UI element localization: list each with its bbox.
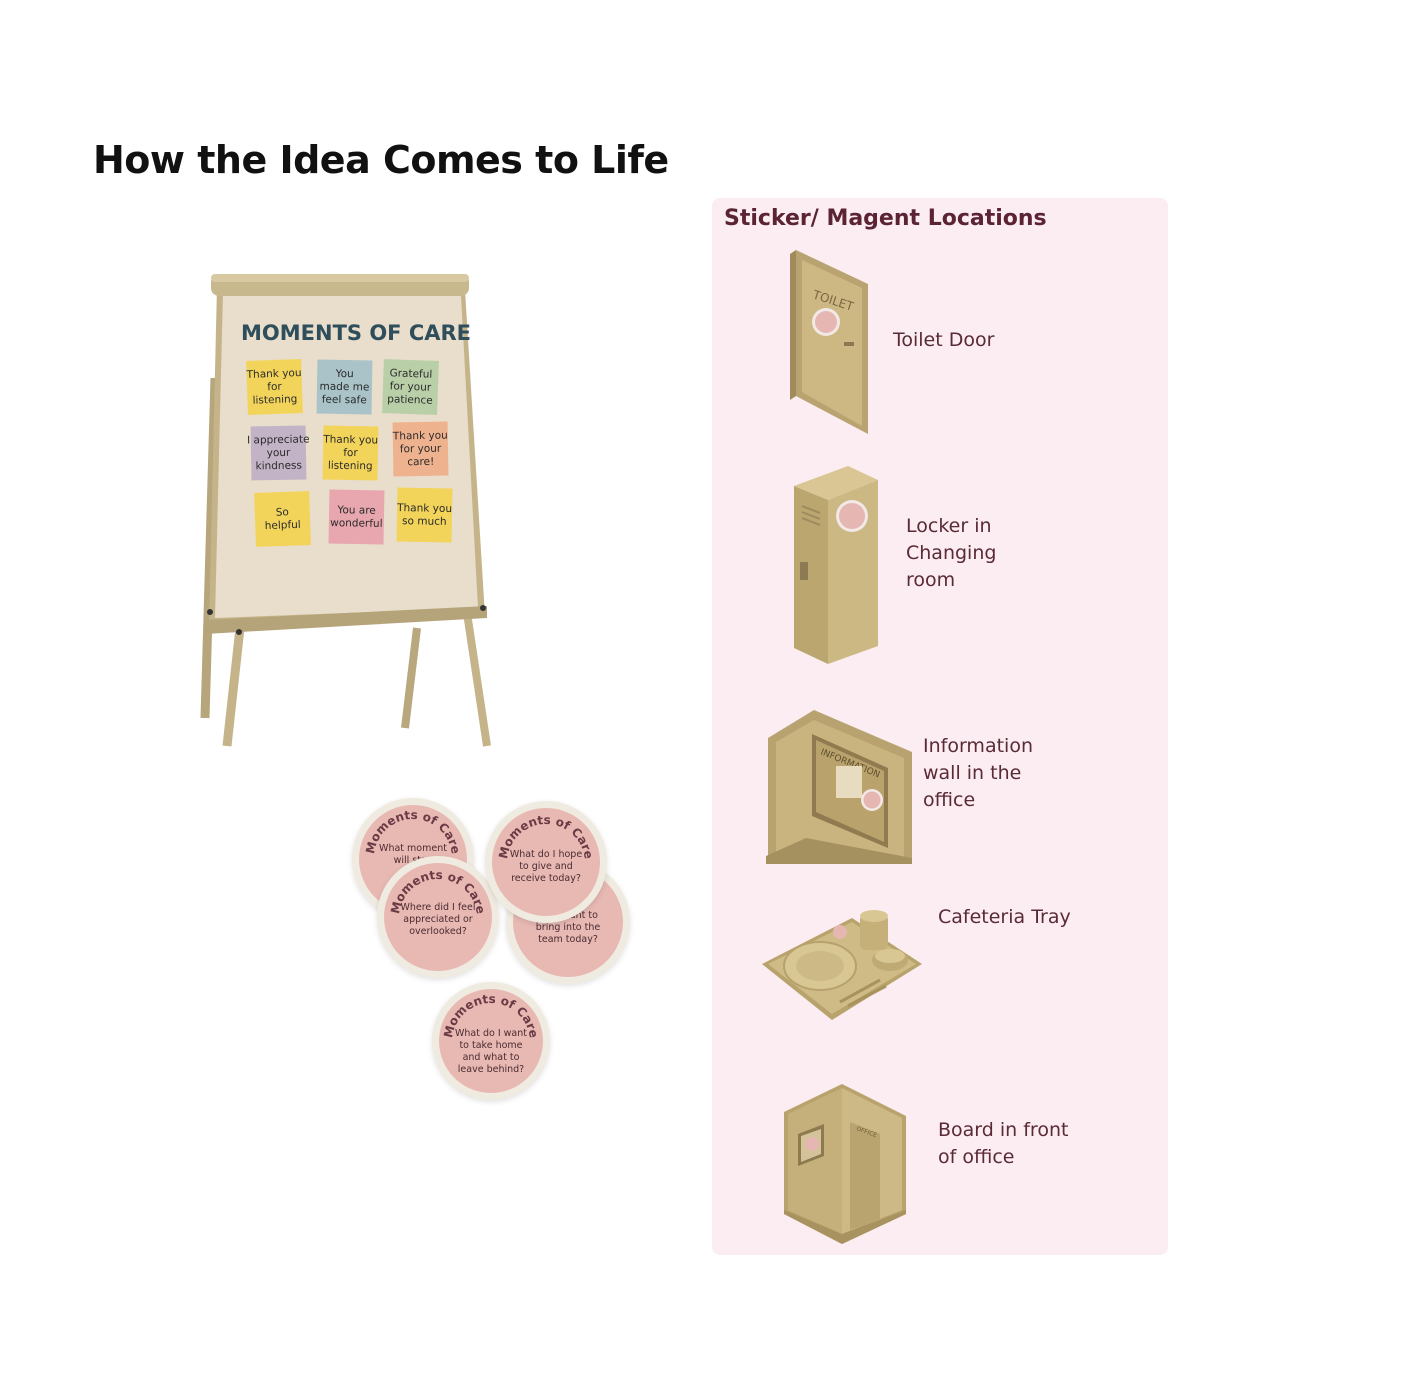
sticky-note-text: Thank you — [322, 434, 378, 447]
sticky-note-paper — [322, 425, 379, 481]
easel-illustration: MOMENTS OF CARE Thank youforlisteningYou… — [200, 274, 491, 747]
sticky-note-text: listening — [252, 393, 297, 407]
sticky-note-text: patience — [387, 393, 433, 407]
sticky-note-text: Thank you — [245, 367, 301, 381]
sticky-note-text: for — [267, 381, 283, 394]
sticky-note-paper — [328, 489, 385, 545]
sticky-note-text: feel safe — [322, 394, 367, 407]
sticky-note-text: Grateful — [389, 367, 432, 380]
sticker-locations-panel: Sticker/ Magent Locations TOILET Toilet … — [712, 198, 1168, 1255]
sticky-note-text: I appreciate — [247, 433, 310, 446]
sticky-note-text: listening — [328, 460, 373, 473]
information-wall-icon: INFORMATION — [766, 710, 912, 864]
location-label-information-wall: Information wall in the office — [923, 735, 1033, 811]
sticky-note-text: wonderful — [330, 517, 383, 530]
sticky-note-text: so much — [402, 515, 447, 528]
location-label-locker: Locker in Changing room — [906, 515, 997, 591]
sticky-note-text: made me — [319, 381, 369, 394]
location-label-cafeteria-tray: Cafeteria Tray — [938, 906, 1071, 928]
sticky-note-paper — [382, 359, 439, 415]
panel-heading: Sticker/ Magent Locations — [724, 206, 1047, 231]
location-label-toilet-door: Toilet Door — [893, 329, 995, 351]
sticky-note-text: for — [343, 447, 358, 459]
page-title: How the Idea Comes to Life — [93, 138, 669, 182]
sticky-note-text: Thank you — [396, 502, 452, 515]
sticky-note-text: You are — [336, 504, 376, 517]
sticky-note-text: for your — [390, 380, 432, 393]
location-label-office-board: Board in front of office — [938, 1119, 1069, 1168]
sticky-note-text: Thank you — [392, 430, 448, 443]
toilet-door-icon: TOILET — [790, 250, 868, 434]
sticky-note-paper — [250, 425, 307, 481]
sticky-note-paper — [396, 487, 453, 543]
sticky-note-text: helpful — [265, 519, 301, 532]
sticky-note-text: care! — [407, 456, 434, 468]
board-title: MOMENTS OF CARE — [241, 321, 471, 345]
sticky-note-paper — [246, 359, 303, 415]
locker-icon — [794, 466, 878, 664]
cafeteria-tray-icon — [762, 910, 922, 1020]
sticky-note-text: for your — [400, 443, 442, 456]
sticky-note-paper — [316, 359, 373, 415]
sticky-note-text: your — [267, 447, 291, 459]
office-board-icon: OFFICE — [784, 1084, 906, 1244]
sticky-note-paper — [392, 421, 449, 477]
sticky-note-text: You — [335, 368, 354, 380]
sticky-note-text: kindness — [255, 460, 302, 473]
sticky-note-text: So — [276, 506, 290, 518]
sticky-note-paper — [254, 491, 311, 547]
